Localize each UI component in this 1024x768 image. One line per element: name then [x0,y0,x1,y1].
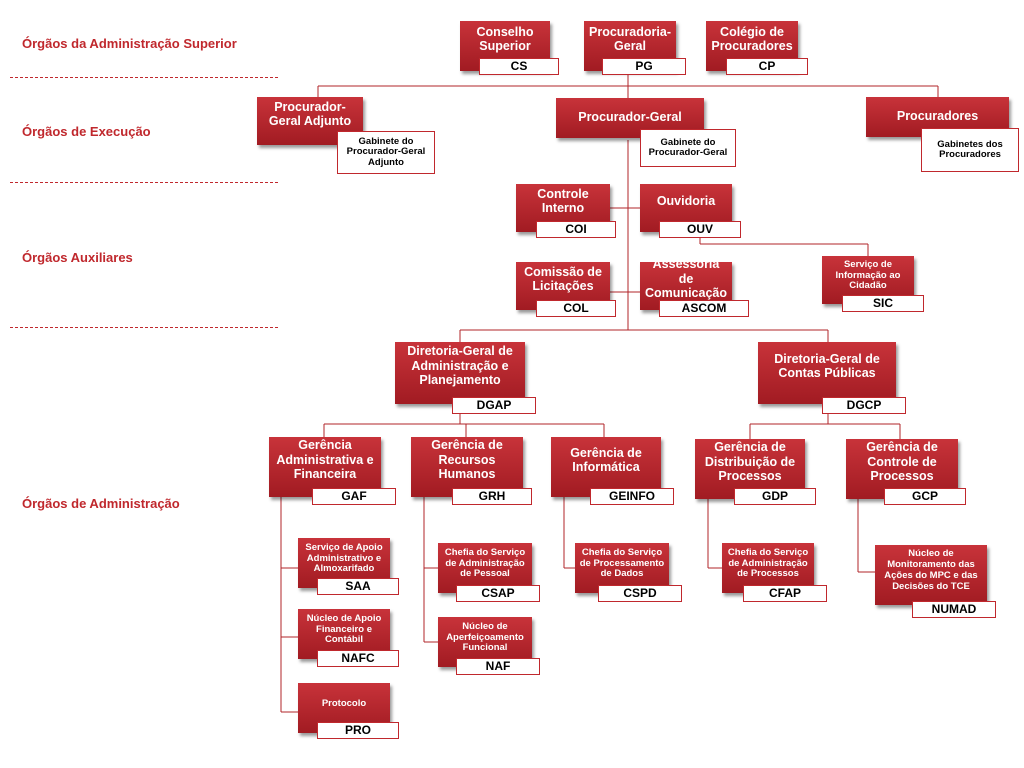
section-label-auxiliares: Órgãos Auxiliares [22,250,133,265]
unit-note-pga: Gabinete do Procurador-Geral Adjunto [337,131,435,174]
unit-abbr-cs: CS [479,58,559,75]
unit-box-geinfo: Gerência de Informática [551,437,661,497]
unit-abbr-sic: SIC [842,295,924,312]
section-divider [10,77,278,78]
unit-box-dgap: Diretoria-Geral de Administração e Plane… [395,342,525,404]
unit-box-numad: Núcleo de Monitoramento das Ações do MPC… [875,545,987,605]
unit-box-csap: Chefia do Serviço de Administração de Pe… [438,543,532,593]
section-label-superior: Órgãos da Administração Superior [22,36,237,51]
unit-box-cspd: Chefia do Serviço de Processamento de Da… [575,543,669,593]
unit-abbr-dgap: DGAP [452,397,536,414]
unit-abbr-ouv: OUV [659,221,741,238]
unit-abbr-numad: NUMAD [912,601,996,618]
unit-abbr-gaf: GAF [312,488,396,505]
unit-box-gaf: Gerência Administrativa e Financeira [269,437,381,497]
unit-box-grh: Gerência de Recursos Humanos [411,437,523,497]
unit-abbr-gcp: GCP [884,488,966,505]
unit-abbr-saa: SAA [317,578,399,595]
unit-abbr-grh: GRH [452,488,532,505]
section-divider [10,327,278,328]
unit-abbr-coi: COI [536,221,616,238]
unit-abbr-cfap: CFAP [743,585,827,602]
unit-abbr-pg: PG [602,58,686,75]
unit-abbr-pro: PRO [317,722,399,739]
unit-abbr-naf: NAF [456,658,540,675]
unit-note-procuradores: Gabinetes dos Procuradores [921,128,1019,172]
unit-abbr-gdp: GDP [734,488,816,505]
unit-abbr-cspd: CSPD [598,585,682,602]
section-divider [10,182,278,183]
unit-box-dgcp: Diretoria-Geral de Contas Públicas [758,342,896,404]
unit-abbr-dgcp: DGCP [822,397,906,414]
unit-abbr-cp: CP [726,58,808,75]
unit-abbr-geinfo: GEINFO [590,488,674,505]
section-label-administracao: Órgãos de Administração [22,496,180,511]
unit-abbr-col: COL [536,300,616,317]
unit-box-cfap: Chefia do Serviço de Administração de Pr… [722,543,814,593]
unit-abbr-nafc: NAFC [317,650,399,667]
section-label-execucao: Órgãos de Execução [22,124,151,139]
unit-abbr-csap: CSAP [456,585,540,602]
unit-note-procurador-geral: Gabinete do Procurador-Geral [640,129,736,167]
unit-abbr-ascom: ASCOM [659,300,749,317]
